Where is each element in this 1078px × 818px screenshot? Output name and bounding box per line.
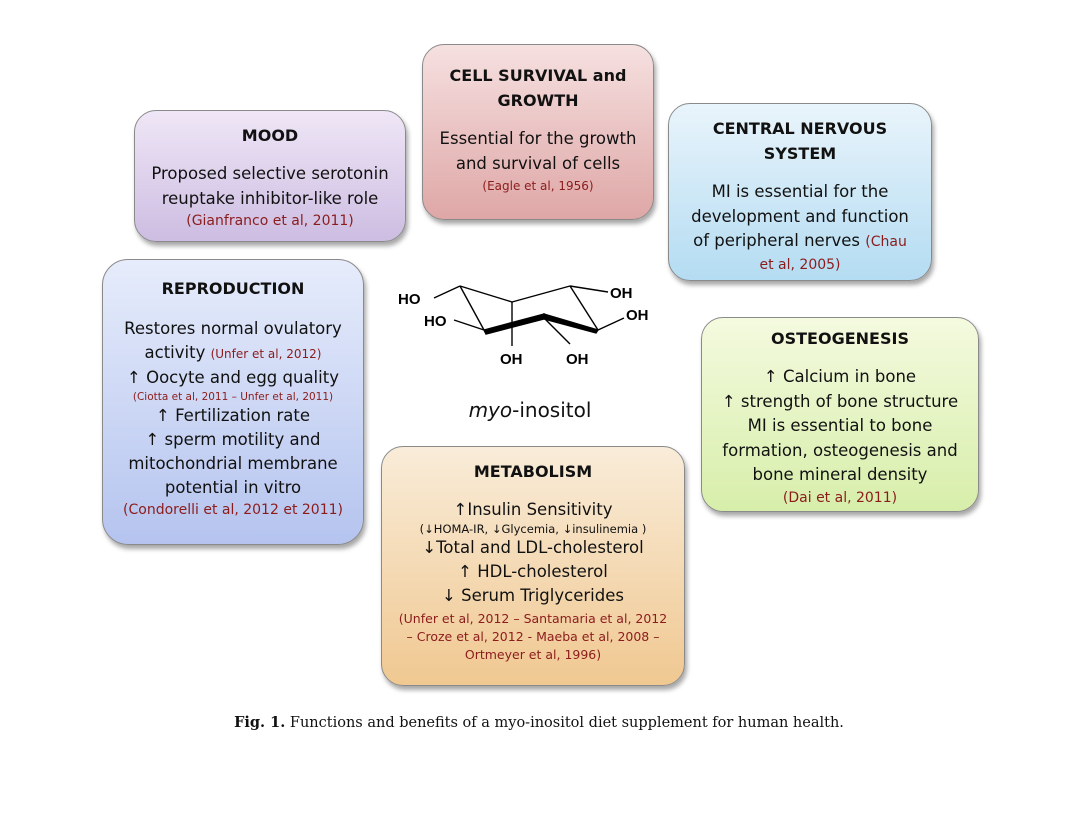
meta-title: METABOLISM xyxy=(473,462,593,481)
repro-line-2: activity xyxy=(144,343,206,362)
ring-wedge-2 xyxy=(543,313,600,334)
mood-line-1: Proposed selective serotonin xyxy=(151,164,389,183)
cns-title-1: CENTRAL NERVOUS xyxy=(712,119,888,138)
cns-line-1: MI is essential for the xyxy=(711,182,889,201)
cell-title-2: GROWTH xyxy=(497,91,579,110)
label-oh-bot1: OH xyxy=(500,351,523,368)
caption-text: Functions and benefits of a myo-inositol… xyxy=(285,715,844,731)
meta-ref-1: (Unfer et al, 2012 – Santamaria et al, 2… xyxy=(398,611,668,626)
repro-title: REPRODUCTION xyxy=(161,279,305,298)
mood-title: MOOD xyxy=(241,126,299,145)
osteo-line-5: bone mineral density xyxy=(752,465,928,484)
repro-line-1: Restores normal ovulatory xyxy=(124,319,342,338)
cell-line-1: Essential for the growth xyxy=(439,129,637,148)
cns-line-3-wrap: of peripheral nerves (Chau xyxy=(669,229,931,255)
repro-ref-2: (Ciotta et al, 2011 – Unfer et al, 2011) xyxy=(132,391,334,403)
molecule-name-italic: myo xyxy=(468,398,513,422)
meta-line-4: ↓ Serum Triglycerides xyxy=(442,586,624,605)
osteo-line-2: ↑ strength of bone structure xyxy=(721,391,959,411)
metabolism-box: METABOLISM ↑Insulin Sensitivity (↓HOMA-I… xyxy=(381,446,685,686)
osteo-line-3: MI is essential to bone xyxy=(747,416,933,435)
bond-ho-top xyxy=(433,285,461,299)
figure-caption: Fig. 1. Functions and benefits of a myo-… xyxy=(0,714,1078,731)
cns-title-2: SYSTEM xyxy=(763,144,837,163)
cell-line-2: and survival of cells xyxy=(455,153,621,173)
meta-ref-3: Ortmeyer et al, 1996) xyxy=(464,647,602,662)
cns-ref-end: et al, 2005) xyxy=(759,256,841,273)
ring-bond-2 xyxy=(459,285,513,303)
meta-line-2: ↓Total and LDL-cholesterol xyxy=(422,538,644,557)
molecule-name-rest: -inositol xyxy=(512,398,592,422)
osteogenesis-box: OSTEOGENESIS ↑ Calcium in bone ↑ strengt… xyxy=(701,317,979,512)
repro-line-6: mitochondrial membrane xyxy=(128,454,338,473)
bond-oh-mid xyxy=(597,317,625,331)
label-ho-top: HO xyxy=(398,291,421,308)
osteo-title: OSTEOGENESIS xyxy=(771,329,909,348)
repro-line-2-wrap: activity (Unfer et al, 2012) xyxy=(103,341,363,366)
osteo-ref: (Dai et al, 2011) xyxy=(782,489,898,506)
cns-line-2: development and function xyxy=(691,206,909,226)
osteo-line-1: ↑ Calcium in bone xyxy=(763,367,917,386)
repro-line-7: potential in vitro xyxy=(164,478,302,497)
ring-bond-1 xyxy=(459,285,485,331)
repro-ref-3: (Condorelli et al, 2012 et 2011) xyxy=(123,502,343,518)
ring-bond-3 xyxy=(511,285,571,303)
myo-inositol-structure: HO HO OH OH OH OH xyxy=(398,285,649,368)
repro-line-3: ↑ Oocyte and egg quality xyxy=(127,368,339,387)
cell-title-1: CELL SURVIVAL and xyxy=(449,66,627,85)
repro-line-4: ↑ Fertilization rate xyxy=(156,406,310,425)
mood-box: MOOD Proposed selective serotonin reupta… xyxy=(134,110,406,242)
mood-line-2: reuptake inhibitor-like role xyxy=(161,188,379,208)
bond-oh-top xyxy=(569,285,609,293)
ring-bond-4 xyxy=(569,285,599,331)
cns-ref-inline: (Chau xyxy=(865,234,907,250)
reproduction-box: REPRODUCTION Restores normal ovulatory a… xyxy=(102,259,364,545)
repro-ref-1: (Unfer et al, 2012) xyxy=(210,347,322,361)
osteo-line-4: formation, osteogenesis and xyxy=(722,440,958,460)
repro-line-5: ↑ sperm motility and xyxy=(145,430,321,449)
cell-survival-box: CELL SURVIVAL and GROWTH Essential for t… xyxy=(422,44,654,220)
bond-oh-bot2 xyxy=(543,317,571,345)
cns-line-3: of peripheral nerves xyxy=(693,231,861,250)
meta-line-1: ↑Insulin Sensitivity xyxy=(453,500,613,519)
meta-line-3: ↑ HDL-cholesterol xyxy=(458,562,608,581)
label-oh-mid: OH xyxy=(626,307,649,324)
mood-ref: (Gianfranco et al, 2011) xyxy=(186,213,354,229)
bond-ho-mid xyxy=(453,319,485,331)
central-nervous-system-box: CENTRAL NERVOUS SYSTEM MI is essential f… xyxy=(668,103,932,281)
cell-ref: (Eagle et al, 1956) xyxy=(482,179,594,193)
meta-sub-1: (↓HOMA-IR, ↓Glycemia, ↓insulinemia ) xyxy=(419,522,647,536)
ring-wedge-1 xyxy=(482,313,545,335)
meta-ref-2: – Croze et al, 2012 - Maeba et al, 2008 … xyxy=(406,629,660,644)
molecule-name: myo-inositol xyxy=(430,398,630,422)
label-ho-mid: HO xyxy=(424,313,447,330)
label-oh-top: OH xyxy=(610,285,633,302)
label-oh-bot2: OH xyxy=(566,351,589,368)
caption-label: Fig. 1. xyxy=(234,714,286,731)
